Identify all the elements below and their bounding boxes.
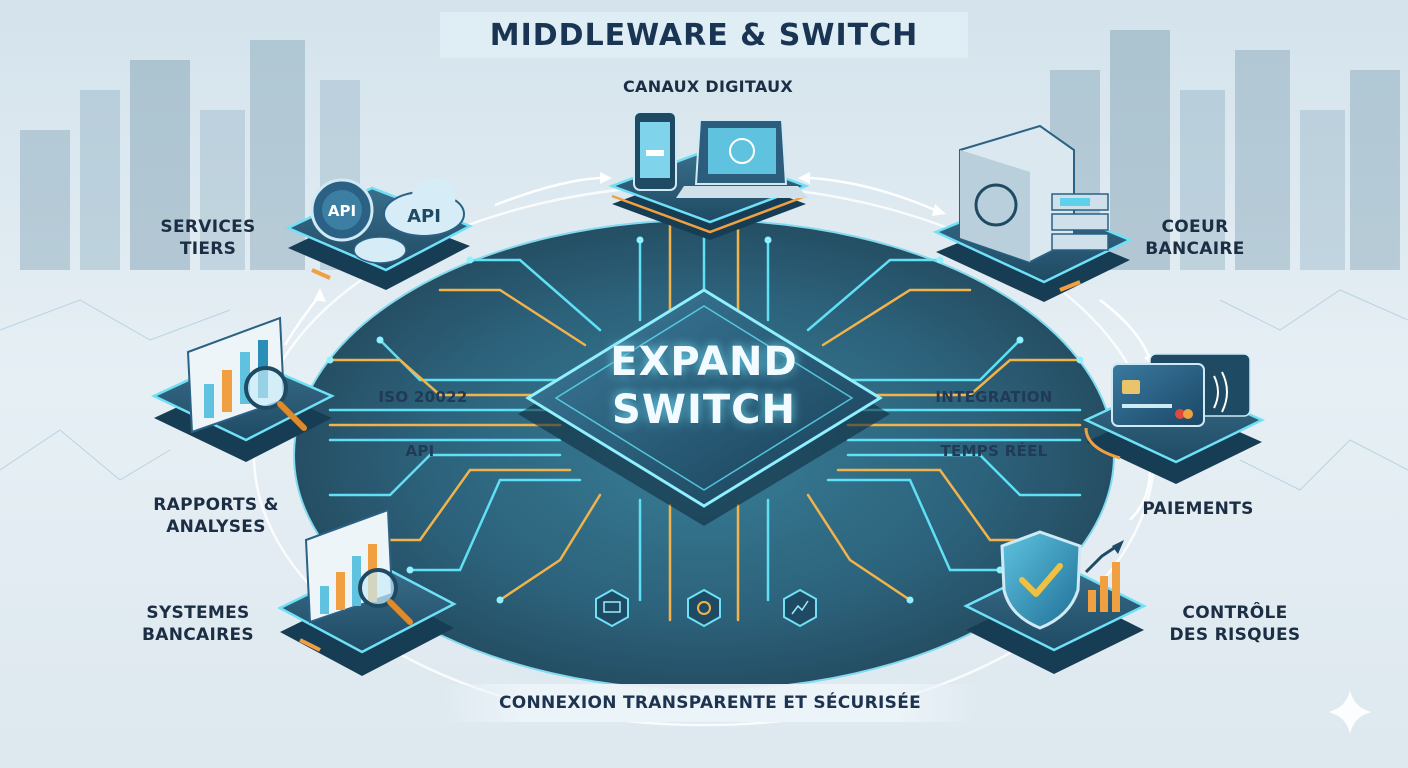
gear-api-icon xyxy=(310,178,374,242)
label-paiements: PAIEMENTS xyxy=(1142,499,1254,519)
label-coeur-bancaire-line2: BANCAIRE xyxy=(1145,239,1245,259)
hex-chart-icon xyxy=(783,588,817,628)
center-chip xyxy=(518,288,890,526)
circuit-traces xyxy=(328,218,1082,622)
label-systemes-bancaires-line1: SYSTEMES xyxy=(146,603,250,623)
center-title-line2: SWITCH xyxy=(612,387,796,433)
small-cloud-icon xyxy=(353,236,407,264)
api-cloud-text: API xyxy=(407,206,441,227)
connector-label-integration: INTEGRATION xyxy=(935,388,1053,406)
api-gear-text: API xyxy=(328,202,356,220)
network-lines-background xyxy=(0,289,1408,491)
growth-bars-icon xyxy=(1084,540,1124,612)
label-systemes-bancaires-line2: BANCAIRES xyxy=(142,625,254,645)
shield-check-icon xyxy=(1000,530,1082,630)
footer-caption: CONNEXION TRANSPARENTE ET SÉCURISÉE xyxy=(498,693,922,713)
magnifier-icon xyxy=(244,366,307,431)
label-services-tiers-line1: SERVICES xyxy=(160,217,256,237)
label-controle-risques-line1: CONTRÔLE xyxy=(1182,603,1288,623)
phone-icon xyxy=(633,111,677,191)
label-coeur-bancaire-line1: COEUR xyxy=(1161,217,1229,237)
label-services-tiers: SERVICES TIERS xyxy=(150,216,266,260)
label-coeur-bancaire: COEUR BANCAIRE xyxy=(1130,216,1260,260)
connector-label-temps-reel: TEMPS RÉEL xyxy=(940,442,1048,460)
connector-label-api: API xyxy=(405,442,435,460)
label-controle-risques-line2: DES RISQUES xyxy=(1169,625,1301,645)
server-stack-icon xyxy=(1051,193,1109,251)
hex-gear-icon xyxy=(687,588,721,628)
diagram-title: MIDDLEWARE & SWITCH xyxy=(489,18,919,53)
platform-systemes-bancaires xyxy=(277,560,457,676)
footer-band xyxy=(440,684,980,722)
title-banner xyxy=(440,12,968,58)
label-controle-risques: CONTRÔLE DES RISQUES xyxy=(1152,602,1318,646)
label-rapports-analyses: RAPPORTS & ANALYSES xyxy=(136,494,296,538)
label-canaux-digitaux: CANAUX DIGITAUX xyxy=(622,77,793,96)
label-services-tiers-line2: TIERS xyxy=(179,239,237,259)
label-systemes-bancaires: SYSTEMES BANCAIRES xyxy=(130,602,266,646)
vault-icon xyxy=(959,124,1075,264)
cloud-api-icon xyxy=(383,178,465,237)
label-rapports-analyses-line2: ANALYSES xyxy=(166,517,266,537)
center-title: EXPAND SWITCH xyxy=(560,338,848,434)
sparkle-icon xyxy=(1328,690,1372,734)
hex-card-icon xyxy=(595,588,629,628)
credit-card-icon xyxy=(1111,353,1251,427)
magnifier-icon-2 xyxy=(358,568,413,625)
connector-label-iso: ISO 20022 xyxy=(378,388,468,406)
label-rapports-analyses-line1: RAPPORTS & xyxy=(153,495,279,515)
laptop-icon xyxy=(676,119,808,198)
center-title-line1: EXPAND xyxy=(610,339,798,385)
